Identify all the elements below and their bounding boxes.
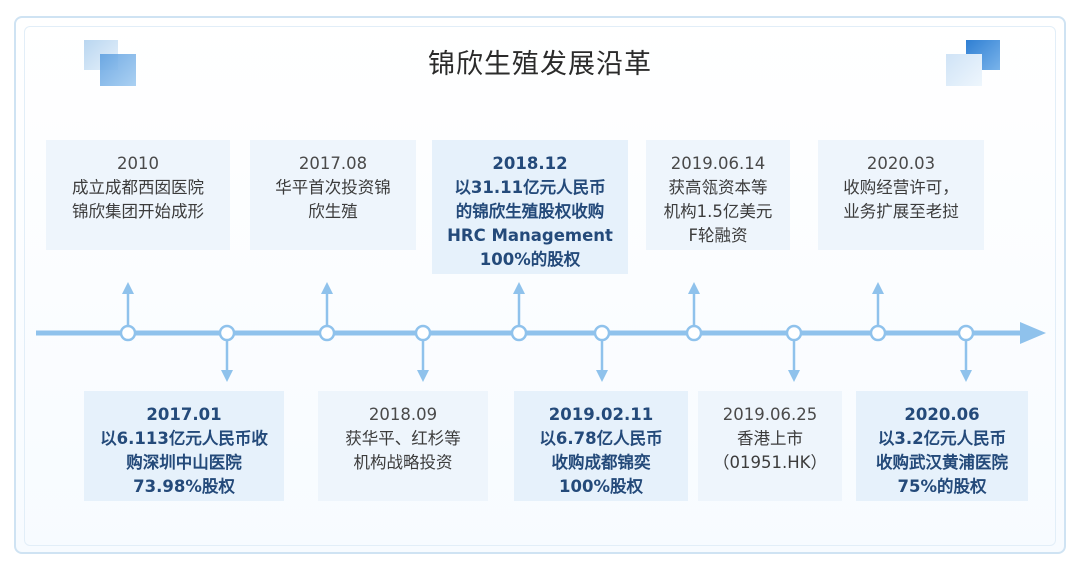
timeline-node xyxy=(869,324,887,342)
timeline-node xyxy=(318,324,336,342)
event-text: 73.98%股权 xyxy=(133,477,235,496)
event-text: 以6.78亿人民币 xyxy=(539,429,663,448)
event-text: 获华平、红杉等 xyxy=(345,429,461,448)
event-date: 2019.02.11 xyxy=(548,405,654,424)
arrow-up-icon xyxy=(688,282,700,294)
event-text: 锦欣集团开始成形 xyxy=(72,202,204,221)
event-box-bottom-highlight: 2017.01 以6.113亿元人民币收 购深圳中山医院 73.98%股权 xyxy=(84,391,284,501)
inner-frame xyxy=(24,26,1056,546)
arrow-down-icon xyxy=(596,370,608,382)
event-text: 香港上市 xyxy=(737,429,803,448)
event-text: 100%的股权 xyxy=(479,250,581,269)
event-box-bottom: 2019.06.25 香港上市 （01951.HK） xyxy=(698,391,842,501)
arrow-down-icon xyxy=(788,370,800,382)
event-text: HRC Management xyxy=(447,226,613,245)
arrow-up-icon xyxy=(122,282,134,294)
event-box-top: 2020.03 收购经营许可， 业务扩展至老挝 xyxy=(818,140,984,250)
event-date: 2017.08 xyxy=(298,154,368,173)
event-date: 2017.01 xyxy=(146,405,222,424)
event-box-bottom: 2018.09 获华平、红杉等 机构战略投资 xyxy=(318,391,488,501)
event-text: （01951.HK） xyxy=(713,453,827,472)
timeline-node xyxy=(119,324,137,342)
event-text: 以31.11亿元人民币 xyxy=(454,178,606,197)
timeline-arrowhead xyxy=(1020,322,1046,344)
timeline-node xyxy=(218,324,236,342)
corner-decoration-right xyxy=(946,40,1002,88)
event-box-top: 2017.08 华平首次投资锦 欣生殖 xyxy=(250,140,416,250)
corner-decoration-left xyxy=(84,40,140,88)
event-text: 以6.113亿元人民币收 xyxy=(100,429,268,448)
page-title: 锦欣生殖发展沿革 xyxy=(428,49,652,80)
event-text: 收购武汉黄浦医院 xyxy=(876,453,1008,472)
timeline-node xyxy=(957,324,975,342)
event-text: 机构1.5亿美元 xyxy=(663,202,773,221)
arrow-down-icon xyxy=(417,370,429,382)
event-date: 2018.09 xyxy=(368,405,438,424)
event-text: 欣生殖 xyxy=(308,202,358,221)
timeline-node xyxy=(685,324,703,342)
arrow-down-icon xyxy=(960,370,972,382)
event-date: 2010 xyxy=(117,154,159,173)
timeline-node xyxy=(510,324,528,342)
arrow-up-icon xyxy=(513,282,525,294)
event-text: 75%的股权 xyxy=(897,477,987,496)
event-text: 100%股权 xyxy=(559,477,643,496)
event-box-bottom-highlight: 2020.06 以3.2亿元人民币 收购武汉黄浦医院 75%的股权 xyxy=(856,391,1028,501)
event-box-bottom-highlight: 2019.02.11 以6.78亿人民币 收购成都锦奕 100%股权 xyxy=(514,391,688,501)
event-text: 业务扩展至老挝 xyxy=(843,202,959,221)
event-text: 以3.2亿元人民币 xyxy=(877,429,1007,448)
timeline-node xyxy=(414,324,432,342)
event-date: 2019.06.14 xyxy=(670,154,766,173)
event-box-top-highlight: 2018.12 以31.11亿元人民币 的锦欣生殖股权收购 HRC Manage… xyxy=(432,140,628,274)
timeline-node xyxy=(785,324,803,342)
event-text: 购深圳中山医院 xyxy=(126,453,242,472)
event-box-top: 2010 成立成都西囡医院 锦欣集团开始成形 xyxy=(46,140,230,250)
event-box-top: 2019.06.14 获高瓴资本等 机构1.5亿美元 F轮融资 xyxy=(646,140,790,250)
arrow-down-icon xyxy=(221,370,233,382)
timeline-node xyxy=(593,324,611,342)
event-date: 2020.03 xyxy=(866,154,936,173)
event-text: F轮融资 xyxy=(688,226,748,245)
arrow-up-icon xyxy=(872,282,884,294)
event-text: 的锦欣生殖股权收购 xyxy=(455,202,605,221)
event-date: 2020.06 xyxy=(904,405,980,424)
event-text: 成立成都西囡医院 xyxy=(72,178,204,197)
event-text: 获高瓴资本等 xyxy=(668,178,768,197)
event-date: 2018.12 xyxy=(492,154,568,173)
event-text: 机构战略投资 xyxy=(353,453,453,472)
arrow-up-icon xyxy=(321,282,333,294)
event-date: 2019.06.25 xyxy=(722,405,818,424)
event-text: 收购经营许可， xyxy=(843,178,959,197)
event-text: 华平首次投资锦 xyxy=(275,178,391,197)
event-text: 收购成都锦奕 xyxy=(551,453,651,472)
